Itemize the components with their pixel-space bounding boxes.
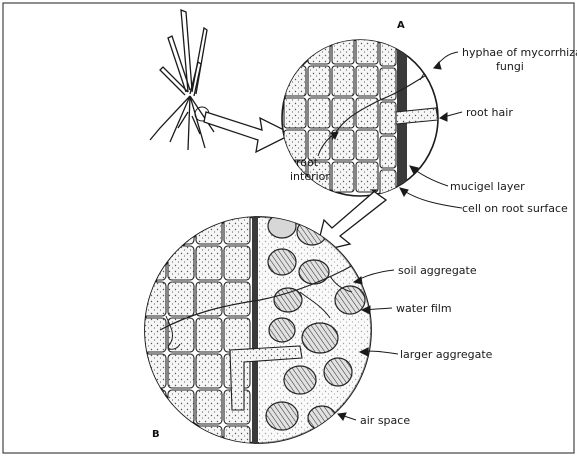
panel-b-letter: B — [152, 429, 160, 440]
label-hyphae-fungi: fungi — [496, 60, 524, 73]
label-cell-surface: cell on root surface — [462, 202, 568, 215]
zoom-arrow-to-a — [204, 112, 292, 152]
plant-illustration — [150, 10, 214, 150]
label-mucigel: mucigel layer — [450, 180, 525, 193]
label-water-film: water film — [396, 302, 452, 315]
label-soil-aggregate: soil aggregate — [398, 264, 477, 277]
label-root-hair: root hair — [466, 106, 513, 119]
label-air-space: air space — [360, 414, 410, 427]
label-root: root — [296, 156, 319, 169]
label-hyphae: hyphae of mycorrhizal — [462, 46, 577, 59]
panel-a-letter: A — [397, 20, 405, 31]
label-interior: interior — [290, 170, 330, 183]
label-larger-aggregate: larger aggregate — [400, 348, 493, 361]
